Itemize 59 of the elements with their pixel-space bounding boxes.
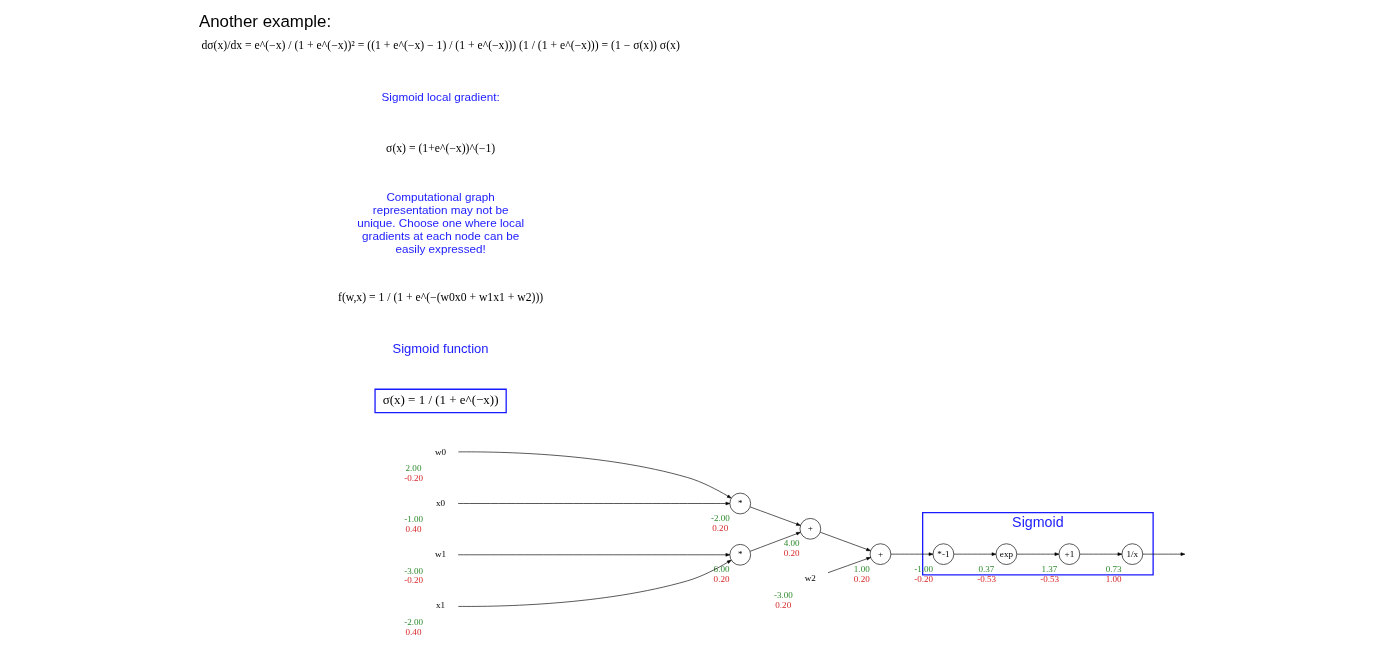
node-box: σ(x) = 1 / (1 + e^(−x)) xyxy=(374,388,507,414)
node-label: -3.00 xyxy=(773,589,793,600)
node-label: 0.73 xyxy=(1105,563,1122,574)
node-label: 1.37 xyxy=(1041,563,1058,574)
arrow xyxy=(819,531,871,552)
node-circle: * xyxy=(729,492,751,515)
node-circle: exp xyxy=(995,543,1018,565)
label: Computational graph representation may not be unique. Choose one where local gradients at each node can be easily expressed! xyxy=(357,189,524,255)
node-label: -0.20 xyxy=(914,573,934,584)
arrow xyxy=(457,501,731,506)
node-circle: *-1 xyxy=(932,543,955,565)
node-label: 0.40 xyxy=(405,524,422,535)
node-text: w1 xyxy=(435,549,447,560)
node-text: x1 xyxy=(436,600,446,611)
diagram-title: Another example: xyxy=(198,11,332,31)
node-text: w2 xyxy=(804,573,816,584)
arrow xyxy=(458,451,732,499)
arrow xyxy=(827,557,871,574)
arrow xyxy=(749,506,801,526)
label: σ(x) = (1+e^(−x))^(−1) xyxy=(386,141,496,155)
node-label: 4.00 xyxy=(783,538,800,549)
node-label: 0.20 xyxy=(853,573,870,584)
node-label: 1.00 xyxy=(853,563,870,574)
node-label: -0.53 xyxy=(1040,573,1060,584)
label: f(w,x) = 1 / (1 + e^(−(w0x0 + w1x1 + w2))) xyxy=(338,291,544,305)
node-label: -1.00 xyxy=(404,514,424,525)
node-label: -3.00 xyxy=(404,565,424,576)
arrow xyxy=(953,552,997,556)
node-label: 6.00 xyxy=(713,564,730,575)
node-label: -2.00 xyxy=(711,513,730,524)
node-circle: + xyxy=(869,543,892,565)
node-circle: + xyxy=(799,518,822,540)
node-label: Sigmoid function xyxy=(392,340,489,356)
arrow xyxy=(749,532,801,552)
arrow xyxy=(458,559,732,607)
node-label: 0.37 xyxy=(978,563,995,574)
node-label: -0.20 xyxy=(404,472,424,483)
node-circle: +1 xyxy=(1058,543,1081,565)
node-label: 0.20 xyxy=(775,599,792,610)
node-label: -0.20 xyxy=(404,575,424,586)
arrow xyxy=(1142,552,1186,556)
node-label: 0.20 xyxy=(712,522,729,533)
node-label: 0.40 xyxy=(405,626,422,637)
node-text: w0 xyxy=(435,446,447,457)
arrow xyxy=(890,552,934,556)
label: Sigmoid local gradient: xyxy=(381,89,500,103)
arrow xyxy=(1079,552,1123,556)
node-label: 2.00 xyxy=(405,463,422,474)
node-circle: * xyxy=(729,544,751,566)
node-label: -2.00 xyxy=(404,617,424,628)
arrow xyxy=(1016,552,1060,556)
node-label: 0.20 xyxy=(713,574,730,585)
arrow xyxy=(457,553,731,557)
node-circle: 1/x xyxy=(1121,543,1144,565)
node-label: 0.20 xyxy=(783,548,800,559)
node-label: -0.53 xyxy=(977,573,997,584)
node-text: x0 xyxy=(436,497,446,508)
node-label: 1.00 xyxy=(1105,573,1122,584)
label: dσ(x)/dx = e^(−x) / (1 + e^(−x))² = ((1 + e^(−x) − 1) / (1 + e^(−x))) (1 / (1 + e^(−x))) = (1 − σ(x)) σ(x) xyxy=(201,39,680,53)
